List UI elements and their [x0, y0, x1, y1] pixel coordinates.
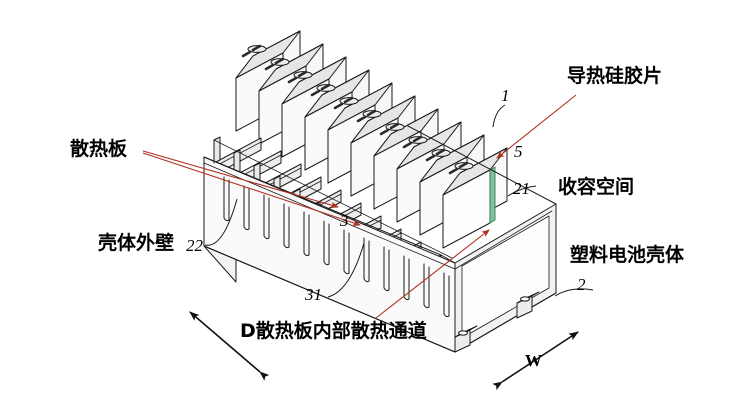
label-housing-outer-wall: 壳体外壁: [98, 232, 175, 254]
dimension-label-W: W: [525, 351, 542, 370]
leader-ref-22: [204, 198, 238, 246]
label-plastic-battery-case: 塑料电池壳体: [570, 244, 685, 266]
plastic-battery-case: [203, 125, 557, 353]
leader-lines: [142, 94, 577, 319]
leader-ref-2: [554, 288, 594, 297]
battery-cell-stack: [235, 30, 508, 249]
leader-heat-sink-plate-a: [142, 150, 339, 209]
dimension-W-arrow: [492, 331, 579, 391]
leader-thermal-pad: [496, 94, 577, 159]
leader-heat-sink-plate-b: [142, 152, 361, 226]
leader-ref-31: [327, 242, 365, 298]
ref-plastic-battery-case: 2: [577, 275, 586, 294]
heat-sink-fin-slots: [223, 176, 450, 318]
ref-fin: 31: [305, 285, 322, 304]
dimension-D-arrow: [189, 311, 270, 381]
ref-cell: 1: [501, 86, 510, 105]
label-thermal-silicone-pad: 导热硅胶片: [567, 65, 663, 87]
dimension-arrows: [189, 311, 579, 391]
thermal-silicone-pad: [489, 166, 496, 224]
leader-ref-21: [507, 185, 537, 197]
reference-leaders: [204, 104, 594, 298]
mounting-foot: [454, 325, 478, 353]
ref-heat-sink-plate: 3: [340, 211, 349, 230]
mounting-foot: [516, 291, 540, 319]
ref-accommodating-space: 21: [513, 179, 530, 198]
ref-thermal-pad: 5: [514, 142, 523, 161]
label-internal-channel: D散热板内部散热通道: [240, 320, 427, 342]
leader-ref-1: [492, 104, 506, 128]
label-heat-sink-plate: 散热板: [70, 138, 128, 160]
leader-accommodating-space: [375, 229, 490, 319]
ref-housing-outer-wall: 22: [186, 236, 203, 255]
label-accommodating-space: 收容空间: [558, 176, 635, 198]
